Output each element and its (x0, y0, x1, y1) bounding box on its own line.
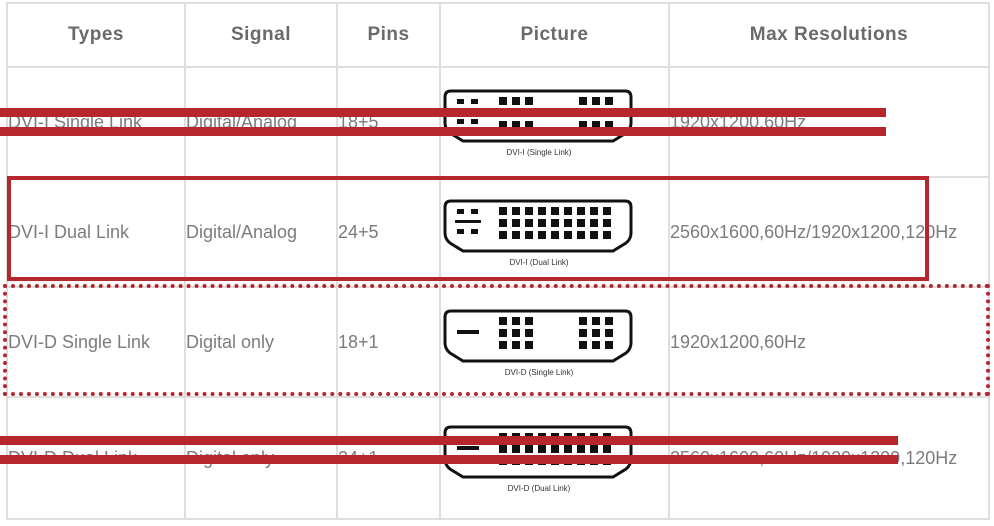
connector-caption: DVI-D (Dual Link) (508, 484, 571, 493)
table-row-dvi-d-single: DVI-D Single Link Digital only 18+1 DVI-… (6, 286, 990, 398)
cell-picture: DVI-D (Dual Link) (439, 396, 670, 520)
cell-signal: Digital/Analog (184, 176, 338, 288)
cell-pins: 18+1 (336, 286, 441, 398)
cell-type: DVI-I Single Link (6, 66, 186, 178)
cell-resolution: 2560x1600,60Hz/1920x1200,120Hz (668, 176, 990, 288)
cell-type: DVI-D Single Link (6, 286, 186, 398)
cell-resolution: 1920x1200,60Hz (668, 66, 990, 178)
cell-picture: DVI-I (Dual Link) (439, 176, 670, 288)
header-types: Types (6, 2, 186, 68)
connector-caption: DVI-I (Single Link) (507, 148, 572, 157)
dvi-d-dual-link-connector: DVI-D (Dual Link) (443, 425, 633, 493)
dvi-i-dual-link-connector: DVI-I (Dual Link) (443, 199, 633, 267)
cell-signal: Digital only (184, 286, 338, 398)
cell-pins: 18+5 (336, 66, 441, 178)
cell-picture: DVI-I (Single Link) (439, 66, 670, 178)
header-max-resolutions: Max Resolutions (668, 2, 990, 68)
dvi-comparison-table: Types Signal Pins Picture Max Resolution… (6, 2, 990, 520)
connector-caption: DVI-I (Dual Link) (509, 258, 568, 267)
cell-resolution: 1920x1200,60Hz (668, 286, 990, 398)
table-row-dvi-d-dual: DVI-D Dual Link Digital only 24+1 DVI-D … (6, 396, 990, 520)
cell-signal: Digital/Analog (184, 66, 338, 178)
cell-pins: 24+1 (336, 396, 441, 520)
cell-type: DVI-I Dual Link (6, 176, 186, 288)
cell-pins: 24+5 (336, 176, 441, 288)
connector-caption: DVI-D (Single Link) (505, 368, 574, 377)
header-picture: Picture (439, 2, 670, 68)
table-row-dvi-i-single: DVI-I Single Link Digital/Analog 18+5 DV… (6, 66, 990, 178)
cell-picture: DVI-D (Single Link) (439, 286, 670, 398)
table-header-row: Types Signal Pins Picture Max Resolution… (6, 2, 990, 68)
cell-signal: Digital only (184, 396, 338, 520)
header-signal: Signal (184, 2, 338, 68)
dvi-i-single-link-connector: DVI-I (Single Link) (443, 89, 633, 157)
cell-type: DVI-D Dual Link (6, 396, 186, 520)
header-pins: Pins (336, 2, 441, 68)
table-row-dvi-i-dual: DVI-I Dual Link Digital/Analog 24+5 DVI-… (6, 176, 990, 288)
cell-resolution: 2560x1600,60Hz/1920x1200,120Hz (668, 396, 990, 520)
dvi-d-single-link-connector: DVI-D (Single Link) (443, 309, 633, 377)
